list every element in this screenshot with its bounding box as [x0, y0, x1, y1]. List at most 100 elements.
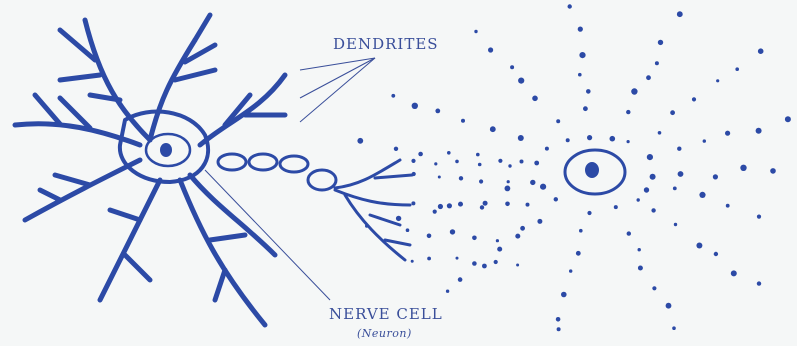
- nerve-cell-label: NERVE CELL: [329, 305, 443, 323]
- signal-dot: [696, 243, 702, 249]
- signal-dot: [479, 179, 483, 183]
- axon-bead: [308, 170, 336, 190]
- signal-dot: [540, 184, 546, 190]
- axon-bead: [249, 154, 277, 170]
- signal-dot: [566, 138, 570, 142]
- signal-dot: [658, 40, 663, 45]
- signal-dots: [357, 4, 791, 331]
- signal-dot: [735, 67, 739, 71]
- dendrite-branch: [35, 95, 60, 124]
- signal-dot: [518, 135, 524, 141]
- signal-dot: [406, 228, 410, 232]
- axon-bead: [280, 156, 308, 172]
- signal-dot: [610, 136, 616, 142]
- signal-dot: [692, 97, 696, 101]
- signal-dot: [578, 27, 583, 32]
- signal-dot: [644, 187, 649, 192]
- signal-dot: [472, 261, 477, 266]
- dendrite-branch: [85, 20, 150, 140]
- signal-dot: [455, 160, 459, 164]
- signal-dot: [516, 264, 519, 267]
- signal-dot: [520, 226, 525, 231]
- signal-dot: [658, 131, 662, 135]
- dendrite-branch: [55, 175, 90, 185]
- dendrite-branch: [210, 235, 245, 240]
- signal-dot: [726, 204, 730, 208]
- dendrites-leader-line: [300, 58, 375, 122]
- signal-dot: [677, 11, 683, 17]
- signal-dot: [458, 277, 463, 282]
- signal-dot: [505, 202, 510, 207]
- signal-dot: [483, 201, 488, 206]
- signal-dot: [427, 257, 431, 261]
- signal-dot: [677, 147, 681, 151]
- signal-dot: [412, 103, 418, 109]
- dendrite-branch: [215, 270, 225, 300]
- signal-dot: [456, 257, 459, 260]
- signal-dot: [638, 266, 643, 271]
- signal-dot: [651, 208, 655, 212]
- signal-dot: [586, 89, 591, 94]
- signal-dot: [447, 151, 451, 155]
- signal-dot: [757, 215, 761, 219]
- signal-dot: [626, 110, 630, 114]
- dendrite-branch: [180, 180, 265, 325]
- signal-dot: [756, 128, 762, 134]
- signal-dot: [537, 219, 542, 224]
- dendrite-branch: [200, 75, 285, 145]
- signal-dot: [652, 286, 656, 290]
- signal-dot: [576, 251, 581, 256]
- signal-dot: [508, 164, 511, 167]
- signal-dot: [699, 192, 705, 198]
- signal-dot: [510, 65, 514, 69]
- signal-dot: [434, 162, 437, 165]
- signal-dot: [614, 205, 618, 209]
- signal-dot: [490, 126, 496, 132]
- signal-dot: [655, 61, 659, 65]
- signal-dot: [678, 171, 684, 177]
- dendrite-branch: [150, 40, 195, 140]
- signal-dot: [650, 174, 656, 180]
- signal-dot: [532, 96, 538, 102]
- signal-dot: [507, 180, 510, 183]
- receiving-cell-nucleus: [585, 162, 599, 178]
- signal-dot: [583, 106, 588, 111]
- signal-dot: [480, 205, 484, 209]
- axon-terminal: [375, 175, 412, 178]
- dendrite-branch: [175, 70, 215, 80]
- signal-dot: [627, 231, 631, 235]
- signal-dot: [534, 161, 539, 166]
- signal-dot: [461, 119, 465, 123]
- neuron-label: (Neuron): [357, 327, 412, 340]
- signal-dot: [411, 159, 415, 163]
- dendrite-branch: [195, 15, 210, 40]
- signal-dot: [731, 270, 737, 276]
- signal-dot: [770, 168, 776, 174]
- signal-dot: [497, 247, 502, 252]
- axon-bead: [218, 154, 246, 170]
- signal-dot: [647, 154, 653, 160]
- signal-dot: [670, 110, 675, 115]
- signal-dot: [785, 116, 791, 122]
- signal-dot: [587, 211, 591, 215]
- signal-dot: [520, 160, 524, 164]
- signal-dot: [556, 119, 560, 123]
- signal-dot: [627, 140, 630, 143]
- signal-dot: [568, 4, 572, 8]
- signal-dot: [703, 139, 706, 142]
- signal-dot: [716, 79, 719, 82]
- signal-dot: [713, 174, 718, 179]
- signal-dot: [433, 210, 437, 214]
- signal-dot: [673, 187, 677, 191]
- signal-dot: [714, 252, 718, 256]
- signal-dot: [518, 78, 524, 84]
- signal-dot: [758, 48, 764, 54]
- signal-dot: [391, 94, 395, 98]
- signal-dot: [505, 186, 511, 192]
- signal-dot: [637, 198, 640, 201]
- signal-dot: [496, 239, 499, 242]
- signal-dot: [579, 52, 585, 58]
- signal-dot: [578, 73, 582, 77]
- signal-dot: [638, 248, 641, 251]
